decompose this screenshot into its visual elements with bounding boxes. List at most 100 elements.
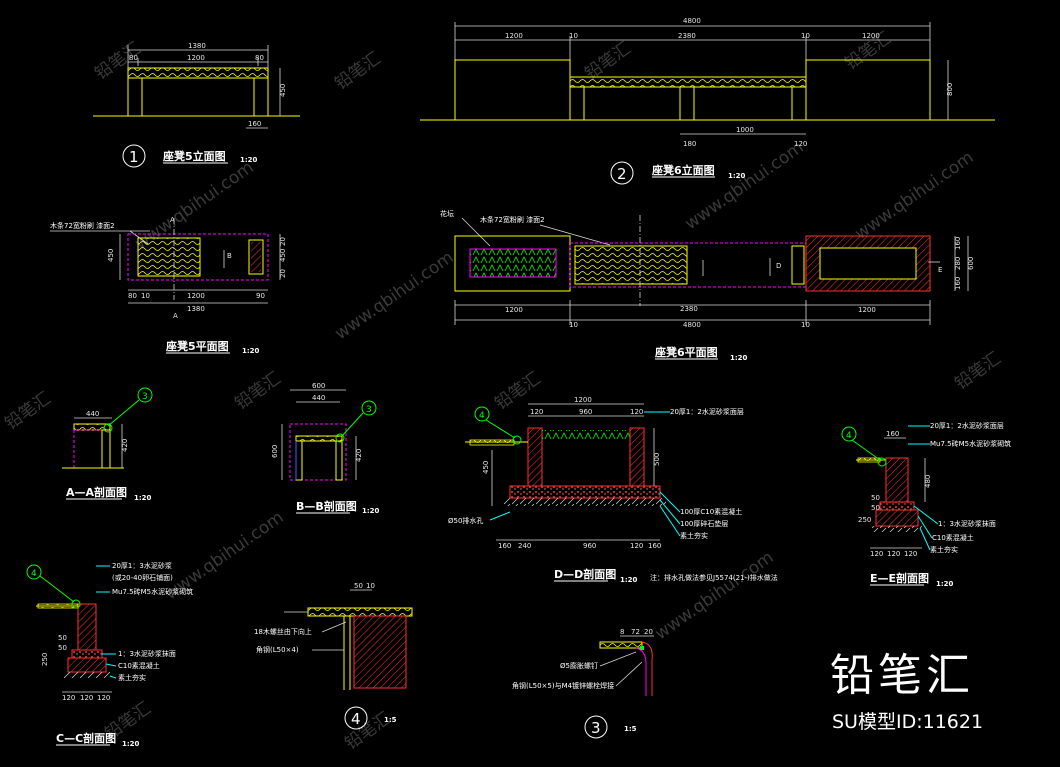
bench-seat [127,67,269,79]
view-scale: 1:5 [384,716,397,724]
dim-label: 1200 [858,306,876,314]
dim-label: 72 [631,628,640,636]
dim-label: 480 [924,475,932,488]
section-e-e: 160 480 50 50 250 120 120 120 4 20厚1：2水泥… [841,421,1011,588]
dim-label: 1200 [187,54,205,62]
bench-leg [127,77,143,117]
dim-label: 50 [58,644,67,652]
section-d-d: 1200 120 960 120 450 500 160 240 960 120… [448,396,778,584]
plan-note: 木条72宽粉刷 漆面2 [50,221,115,230]
material-label: 20厚1：2水泥砂浆面层 [670,407,744,416]
bench-leg [569,86,585,121]
view-number: 3 [591,719,601,737]
material-label: Ø50排水孔 [448,516,483,525]
watermark: 铅笔汇 铅笔汇 铅笔汇 铅笔汇 铅笔汇 铅笔汇 铅笔汇 铅笔汇 铅笔汇 铅笔汇 … [1,28,1004,754]
brand-block: 铅笔汇 SU模型ID:11621 [830,650,983,733]
bench-seat [569,76,807,88]
dim-label: 1200 [187,292,205,300]
dim-label: 120 [80,694,93,702]
material-label: 100厚C10素混凝土 [680,507,742,516]
dim-label: 800 [946,83,954,96]
dim-label: 160 [954,277,962,290]
view-title: B—B剖面图 [296,499,357,513]
material-label: 18木螺丝由下向上 [254,627,312,636]
dim-label: 160 [248,120,261,128]
drawing-note: 注：排水孔做法参见J5574(21-)排水做法 [650,573,778,582]
view-scale: 1:20 [730,354,748,362]
watermark-text: 铅笔汇 [1,388,54,434]
section-a-a: 440 420 3 A—A剖面图 1:20 [62,387,153,502]
detail-marker-num: 3 [366,405,372,415]
planter-plan [454,235,571,292]
dim-label: 1380 [187,305,205,313]
watermark-url: www.qbihui.com [681,138,807,235]
view-scale: 1:20 [242,347,260,355]
watermark-text: 铅笔汇 [331,48,384,94]
dim-label: 1000 [736,126,754,134]
bench-leg-plan [791,245,805,285]
view-number-circle [584,715,608,739]
dim-label: 50 [58,634,67,642]
view-title: 座凳6立面图 [651,163,715,177]
dim-label: 80 [129,54,138,62]
view-title: C—C剖面图 [56,731,116,745]
dim-label: 2380 [680,305,698,313]
material-label: 素土夯实 [118,673,146,682]
detail-marker [137,387,153,403]
dim-label: 120 [97,694,110,702]
detail-marker [841,426,857,442]
dim-label: 240 [518,542,531,550]
dim-label: 440 [86,410,99,418]
material-label: 角钢(L50×4) [256,645,299,654]
dim-label: 4800 [683,17,701,25]
wood-slats [574,245,688,285]
plan-note: 花坛 [440,209,454,218]
dim-label: 450 [279,84,287,97]
brand-logo-text: 铅笔汇 [830,650,974,701]
section-c-c: 50 50 250 120 120 120 4 20厚1：3水泥砂浆 (或20-… [26,561,193,748]
dim-label: 2380 [678,32,696,40]
dim-label: 120 [630,542,643,550]
view-title: 座凳5立面图 [162,149,226,163]
detail-marker-num: 4 [31,569,37,579]
view-scale: 1:20 [728,172,746,180]
watermark-url: www.qbihui.com [331,248,457,345]
seat-outline [127,233,269,281]
dim-label: 600 [271,445,279,458]
dim-label: 120 [630,408,643,416]
bench5-plan: 木条72宽粉刷 漆面2 A A B 450 20 450 20 80 10 12… [50,216,287,355]
dim-label: 80 [255,54,264,62]
detail-4: 50 10 18木螺丝由下向上 角钢(L50×4) 4 1:5 [254,582,413,730]
view-scale: 1:5 [624,725,637,733]
section-mark-e: E [938,266,942,274]
planter-block [454,59,571,121]
material-label: Mu7.5砖M5水泥砂浆砌筑 [112,587,193,596]
material-label: 素土夯实 [680,531,708,540]
detail-marker-num: 4 [846,431,852,441]
dim-label: 10 [801,321,810,329]
dim-label: 20 [644,628,653,636]
dim-label: 450 [482,461,490,474]
material-label: C10素混凝土 [932,533,974,542]
dim-label: 1380 [188,42,206,50]
view-number: 1 [129,148,139,166]
planter-grass [469,248,557,278]
dim-label: 250 [41,653,49,666]
dim-label: 960 [583,542,596,550]
material-label: 100厚碎石垫层 [680,519,728,528]
dim-label: 600 [312,382,325,390]
dim-label: 160 [954,237,962,250]
dim-label: 80 [128,292,137,300]
bench5-elevation: 1380 80 1200 80 450 160 1 座凳5立面图 1:20 [93,42,300,168]
material-label: C10素混凝土 [118,661,160,670]
view-number: 2 [617,165,627,183]
view-scale: 1:20 [240,156,258,164]
dim-label: 960 [579,408,592,416]
dim-label: 10 [141,292,150,300]
section-mark-b: B [227,252,232,260]
dim-label: 420 [121,439,129,452]
dim-label: 50 [871,504,880,512]
watermark-text: 铅笔汇 [951,348,1004,394]
detail-marker [26,564,42,580]
